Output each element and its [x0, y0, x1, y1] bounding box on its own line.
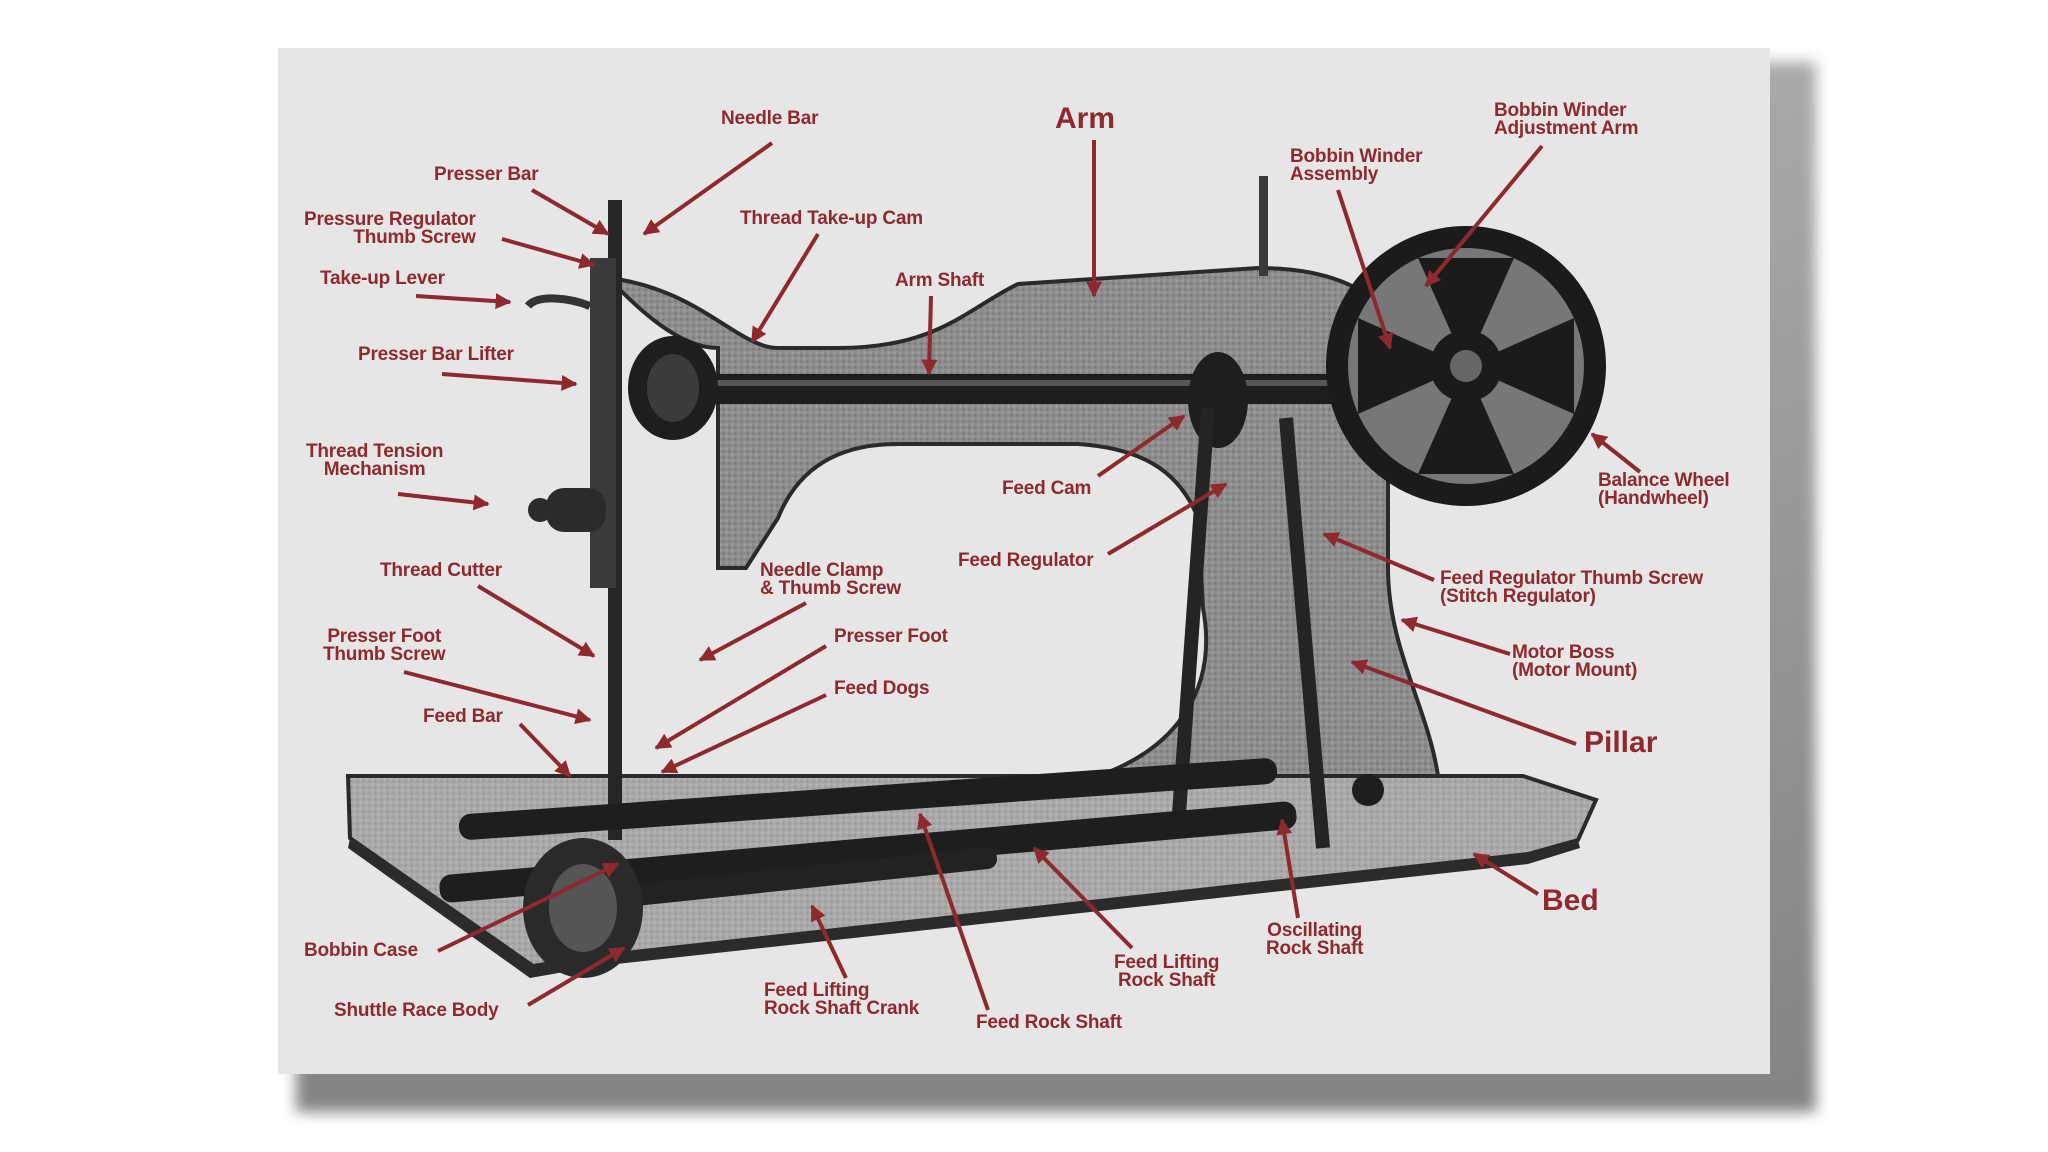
- label-bobbin-winder-adjustment-arm: Bobbin Winder Adjustment Arm: [1494, 100, 1639, 139]
- label-thread-cutter: Thread Cutter: [380, 560, 502, 581]
- label-motor-boss: Motor Boss (Motor Mount): [1512, 642, 1638, 681]
- label-feed-cam: Feed Cam: [1002, 478, 1092, 499]
- label-take-up-lever: Take-up Lever: [320, 268, 445, 289]
- label-presser-bar-lifter: Presser Bar Lifter: [358, 344, 514, 365]
- label-feed-lifting-rock-shaft: Feed Lifting Rock Shaft: [1114, 952, 1220, 991]
- label-shuttle-race-body: Shuttle Race Body: [334, 1000, 499, 1021]
- feed-rods: [1171, 407, 1330, 849]
- label-thread-take-up-cam: Thread Take-up Cam: [740, 208, 923, 229]
- balance-wheel: [1326, 226, 1606, 506]
- label-needle-clamp: Needle Clamp & Thumb Screw: [760, 560, 901, 599]
- label-balance-wheel: Balance Wheel (Handwheel): [1598, 470, 1730, 509]
- label-bed: Bed: [1542, 884, 1599, 917]
- label-feed-regulator-thumb-screw: Feed Regulator Thumb Screw (Stitch Regul…: [1440, 568, 1703, 607]
- label-presser-foot-thumb-screw: Presser Foot Thumb Screw: [323, 626, 446, 665]
- label-feed-lifting-crank: Feed Lifting Rock Shaft Crank: [764, 980, 920, 1019]
- label-feed-bar: Feed Bar: [423, 706, 503, 727]
- label-presser-foot: Presser Foot: [834, 626, 948, 647]
- label-oscillating-rock-shaft: Oscillating Rock Shaft: [1266, 920, 1364, 959]
- label-bobbin-case: Bobbin Case: [304, 940, 418, 961]
- diagram-panel: Arm Needle Bar Presser Bar Pressure Regu…: [278, 48, 1770, 1074]
- label-needle-bar: Needle Bar: [721, 108, 819, 129]
- label-bobbin-winder-assembly: Bobbin Winder Assembly: [1290, 146, 1423, 185]
- label-presser-bar: Presser Bar: [434, 164, 539, 185]
- label-feed-dogs: Feed Dogs: [834, 678, 930, 699]
- spool-pin: [1259, 176, 1268, 276]
- label-pillar: Pillar: [1584, 726, 1658, 759]
- arm-shaft: [638, 374, 1398, 404]
- label-pressure-regulator: Pressure Regulator Thumb Screw: [304, 209, 476, 248]
- label-thread-tension: Thread Tension Mechanism: [306, 441, 444, 480]
- label-arm: Arm: [1055, 102, 1116, 135]
- label-feed-rock-shaft: Feed Rock Shaft: [976, 1012, 1122, 1033]
- label-arm-shaft: Arm Shaft: [895, 270, 984, 291]
- label-feed-regulator: Feed Regulator: [958, 550, 1094, 571]
